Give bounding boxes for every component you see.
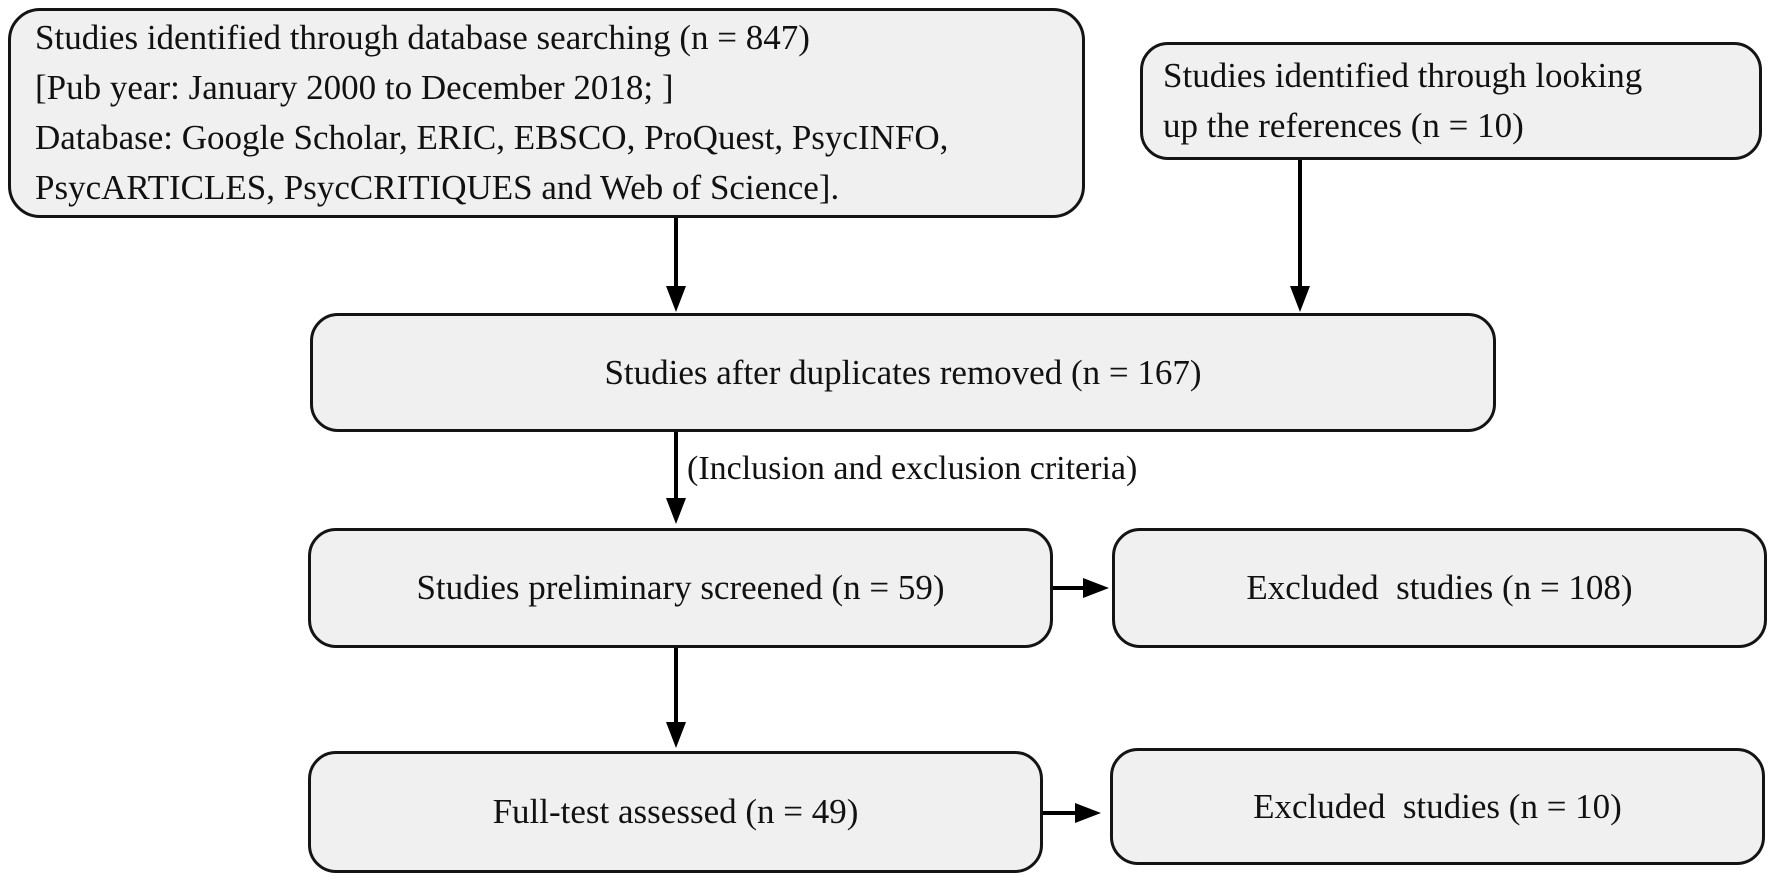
box-preliminary-screened-label: Studies preliminary screened (n = 59): [416, 568, 945, 607]
criteria-note-label: (Inclusion and exclusion criteria): [687, 450, 1138, 487]
box-reference-search: Studies identified through looking up th…: [1140, 42, 1762, 160]
box-reference-search-line-1: Studies identified through looking: [1163, 56, 1643, 95]
arrow-database-to-duplicates: [666, 218, 686, 312]
box-full-test-assessed-label: Full-test assessed (n = 49): [492, 792, 859, 831]
arrow-references-to-duplicates: [1290, 160, 1310, 312]
box-database-search-line-1: Studies identified through database sear…: [35, 18, 810, 57]
arrow-fulltest-to-excluded: [1043, 803, 1101, 823]
box-database-search-line-4: PsycARTICLES, PsycCRITIQUES and Web of S…: [35, 168, 840, 207]
box-database-search-line-2: [Pub year: January 2000 to December 2018…: [35, 68, 674, 107]
box-full-test-assessed: Full-test assessed (n = 49): [308, 751, 1043, 873]
box-reference-search-line-2: up the references (n = 10): [1163, 106, 1524, 145]
arrow-head-icon: [1083, 578, 1109, 598]
arrow-duplicates-to-screened: [666, 432, 686, 524]
arrow-head-icon: [1075, 803, 1101, 823]
box-excluded-after-full-test-label: Excluded studies (n = 10): [1253, 786, 1622, 826]
box-duplicates-removed-label: Studies after duplicates removed (n = 16…: [604, 352, 1202, 392]
arrow-head-icon: [666, 286, 686, 312]
arrow-screened-to-fulltest: [666, 648, 686, 748]
arrow-screened-to-excluded: [1053, 578, 1109, 598]
arrow-head-icon: [666, 722, 686, 748]
arrow-head-icon: [1290, 286, 1310, 312]
box-database-search: Studies identified through database sear…: [8, 8, 1085, 218]
box-excluded-after-screening: Excluded studies (n = 108): [1112, 528, 1767, 648]
arrow-head-icon: [666, 498, 686, 524]
box-excluded-after-screening-label: Excluded studies (n = 108): [1246, 568, 1633, 607]
box-preliminary-screened: Studies preliminary screened (n = 59): [308, 528, 1053, 648]
box-duplicates-removed: Studies after duplicates removed (n = 16…: [310, 313, 1496, 432]
box-database-search-line-3: Database: Google Scholar, ERIC, EBSCO, P…: [35, 118, 949, 157]
box-excluded-after-full-test: Excluded studies (n = 10): [1110, 748, 1765, 865]
